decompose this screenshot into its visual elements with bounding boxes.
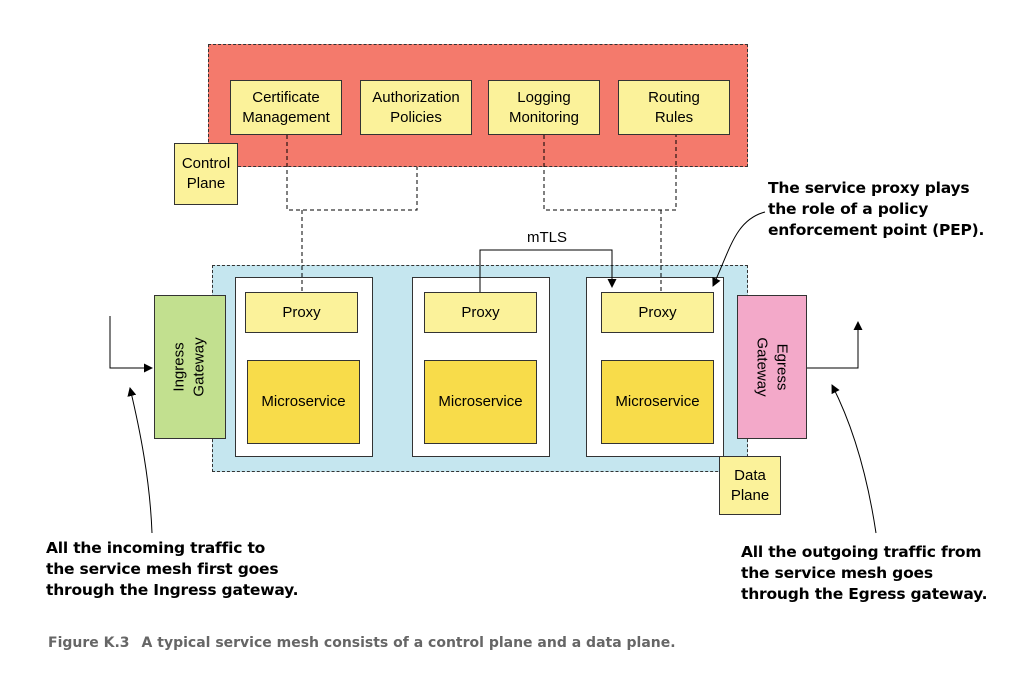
cert-auth-link — [286, 135, 418, 211]
egress-traffic-arrow — [807, 321, 863, 369]
certificate-management-box: Certificate Management — [230, 80, 342, 135]
mtls-label: mTLS — [527, 229, 568, 246]
microservice-box-3: Microservice — [601, 360, 714, 444]
figure-caption: Figure K.3 A typical service mesh consist… — [48, 635, 1008, 651]
control-plane-label: Control Plane — [174, 143, 238, 205]
data-plane-label: Data Plane — [719, 456, 781, 515]
egress-gateway: Egress Gateway — [737, 295, 807, 439]
control-links — [286, 135, 677, 292]
logging-monitoring-box: Logging Monitoring — [488, 80, 600, 135]
microservice-box-2: Microservice — [424, 360, 537, 444]
outgoing-traffic-note: All the outgoing traffic from the servic… — [741, 543, 988, 603]
pep-note: The service proxy plays the role of a po… — [768, 179, 985, 239]
microservice-box-1: Microservice — [247, 360, 360, 444]
figure-number: Figure K.3 — [48, 635, 130, 651]
caption-text: A typical service mesh consists of a con… — [141, 635, 676, 651]
pep-note-arrow — [712, 211, 766, 287]
proxy-box-2: Proxy — [424, 292, 537, 333]
incoming-traffic-note: All the incoming traffic to the service … — [46, 539, 299, 599]
ingress-traffic-arrow — [109, 316, 153, 373]
proxy-box-3: Proxy — [601, 292, 714, 333]
routing-rules-box: Routing Rules — [618, 80, 730, 135]
ingress-gateway: Ingress Gateway — [154, 295, 226, 439]
mtls-arrow — [479, 249, 617, 292]
logging-routing-link — [543, 135, 677, 211]
proxy-box-1: Proxy — [245, 292, 358, 333]
authorization-policies-box: Authorization Policies — [360, 80, 472, 135]
outgoing-note-arrow — [831, 384, 877, 534]
incoming-note-arrow — [127, 387, 153, 534]
